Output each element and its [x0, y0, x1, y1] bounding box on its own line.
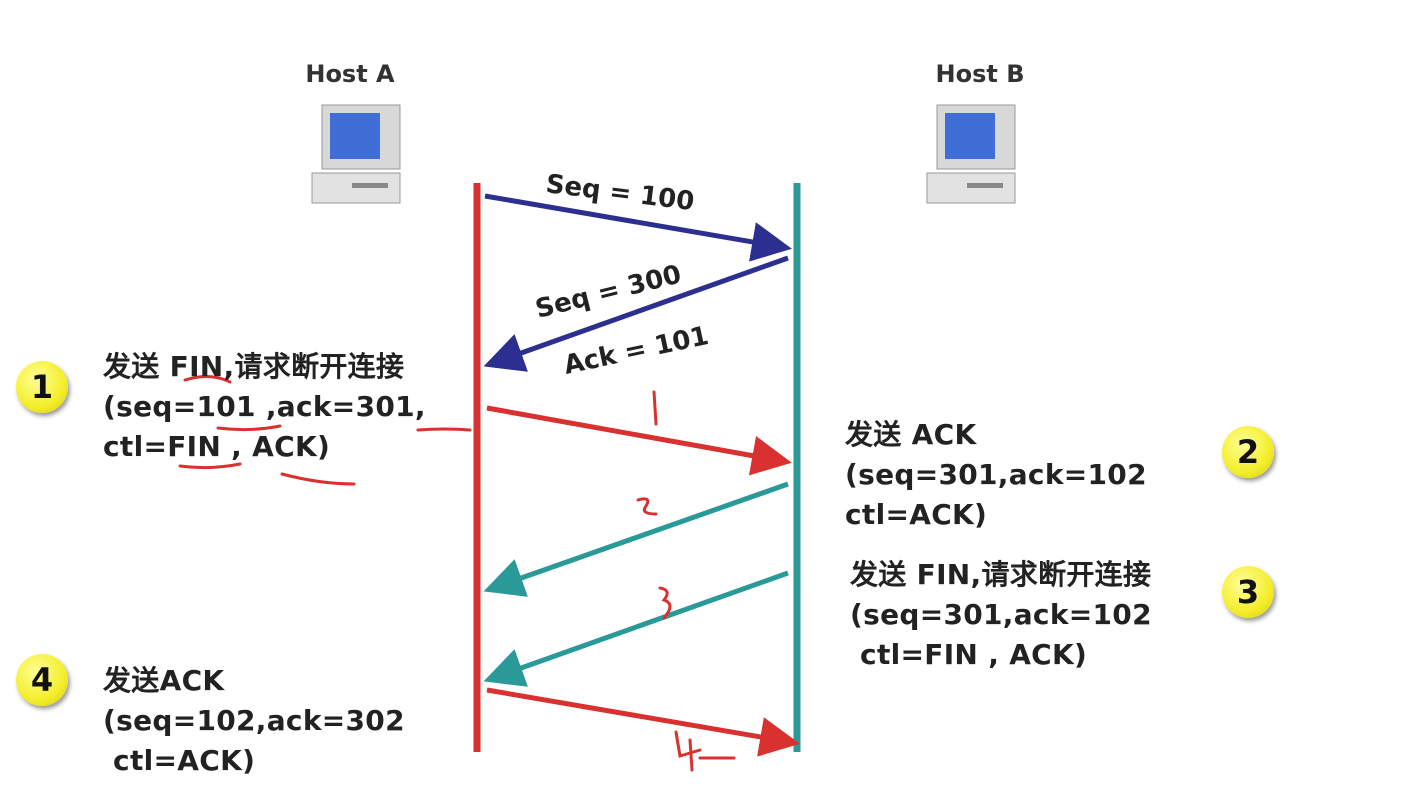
- step2-line-2: (seq=301,ack=102: [845, 458, 1147, 491]
- step4-text: 发送ACK (seq=102,ack=302 ctl=ACK): [103, 661, 405, 781]
- host-a-computer-icon: [311, 104, 401, 204]
- step3-line-2: (seq=301,ack=102: [850, 598, 1152, 631]
- step3-text: 发送 FIN,请求断开连接 (seq=301,ack=102 ctl=FIN , …: [850, 555, 1152, 675]
- arrow-step3-fin: [483, 570, 789, 687]
- step1-line-1: 发送 FIN,请求断开连接: [103, 350, 405, 383]
- step-badge-3: 3: [1222, 566, 1274, 618]
- arrow-step2-ack: [483, 481, 789, 597]
- step3-line-1: 发送 FIN,请求断开连接: [850, 558, 1152, 591]
- host-b-label: Host B: [936, 60, 1025, 88]
- arrow-seq-300-ack-101: [483, 255, 789, 372]
- step1-line-2: (seq=101 ,ack=301,: [103, 390, 426, 423]
- handwritten-annotations: [178, 375, 736, 772]
- step4-line-1: 发送ACK: [103, 664, 225, 697]
- step-badge-1: 1: [16, 361, 68, 413]
- step4-line-3: ctl=ACK): [103, 744, 256, 777]
- step-badge-4: 4: [16, 654, 68, 706]
- host-b-computer-icon: [926, 104, 1016, 204]
- arrow-step1-fin: [486, 405, 792, 476]
- step2-line-1: 发送 ACK: [845, 418, 977, 451]
- host-a-label: Host A: [305, 60, 395, 88]
- arrow-step4-ack: [486, 687, 800, 757]
- step1-text: 发送 FIN,请求断开连接 (seq=101 ,ack=301, ctl=FIN ,…: [103, 347, 426, 467]
- arrow-seq-100: [484, 193, 792, 262]
- step2-text: 发送 ACK (seq=301,ack=102 ctl=ACK): [845, 415, 1147, 535]
- label-seq-300: Seq = 300: [532, 260, 684, 325]
- step2-line-3: ctl=ACK): [845, 498, 988, 531]
- step4-line-2: (seq=102,ack=302: [103, 704, 405, 737]
- step1-line-3: ctl=FIN , ACK): [103, 430, 331, 463]
- step-badge-2: 2: [1222, 426, 1274, 478]
- step3-line-3: ctl=FIN , ACK): [850, 638, 1088, 671]
